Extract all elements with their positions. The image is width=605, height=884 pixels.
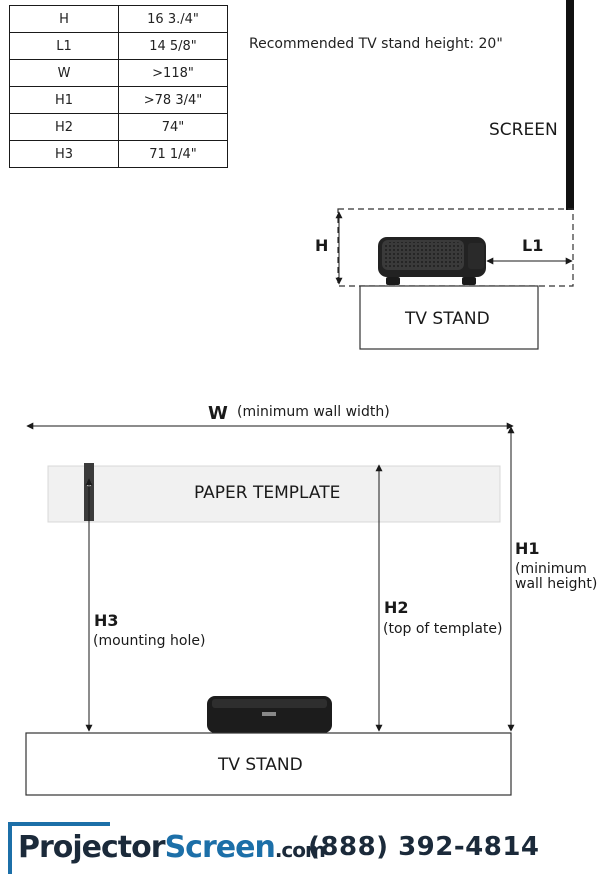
h2-label: H2 (384, 598, 409, 617)
screen-label: SCREEN (489, 120, 558, 140)
brand-logo: ProjectorScreen.com (6, 820, 326, 876)
table-row: H2 74" (9, 113, 228, 141)
spec-key: H3 (9, 140, 119, 168)
spec-table: H 16 3./4" L1 14 5/8" W >118" H1 >78 3/4… (9, 5, 228, 168)
l1-label: L1 (522, 236, 544, 255)
front-stand-label: TV STAND (218, 755, 303, 775)
h1-label: H1 (515, 539, 540, 558)
table-row: W >118" (9, 59, 228, 87)
brand-part1: Projector (18, 830, 166, 865)
phone-number: (888) 392-4814 (308, 832, 540, 862)
side-stand-label: TV STAND (405, 309, 490, 329)
h-label: H (315, 236, 329, 255)
spec-value: >78 3/4" (118, 86, 228, 114)
side-tv-stand (359, 285, 539, 350)
spec-value: 71 1/4" (118, 140, 228, 168)
h3-note: (mounting hole) (93, 633, 206, 649)
table-row: H3 71 1/4" (9, 140, 228, 168)
front-tv-stand (25, 732, 512, 796)
brand-part3: .com (274, 838, 326, 862)
projector-front-image (207, 696, 332, 733)
projector-side-image (378, 237, 486, 285)
brand-part2: Screen (164, 830, 276, 865)
w-label: W (208, 403, 228, 424)
spec-key: W (9, 59, 119, 87)
h1-note-line2: wall height) (515, 576, 598, 592)
paper-template (47, 465, 501, 523)
template-label: PAPER TEMPLATE (194, 483, 341, 503)
h2-note: (top of template) (383, 621, 503, 637)
stand-height-note: Recommended TV stand height: 20" (249, 36, 503, 52)
w-note: (minimum wall width) (237, 404, 390, 420)
spec-key: H1 (9, 86, 119, 114)
screen-bar (566, 0, 574, 210)
h1-note-line1: (minimum (515, 561, 587, 577)
table-row: H1 >78 3/4" (9, 86, 228, 114)
h3-label: H3 (94, 611, 119, 630)
